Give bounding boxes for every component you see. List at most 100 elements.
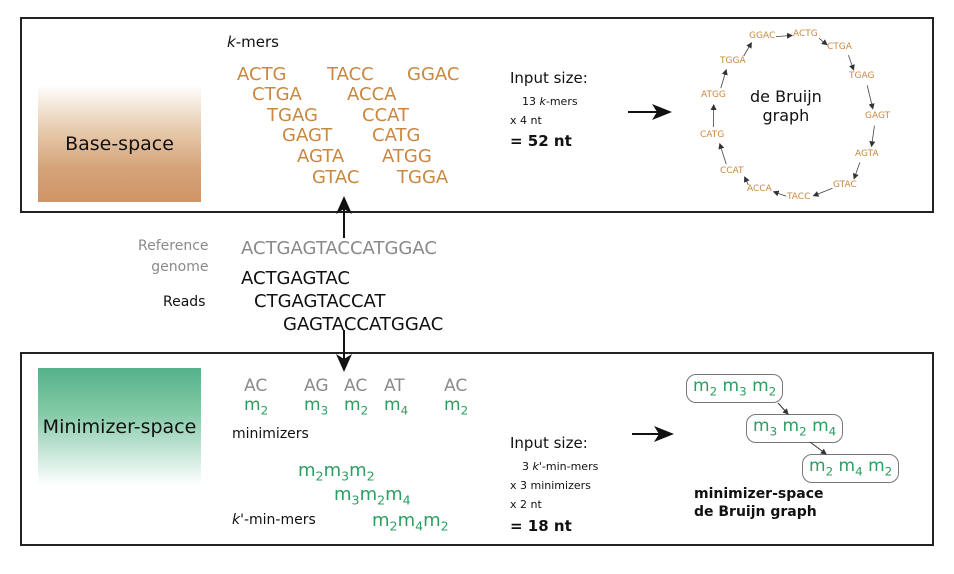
kmers-heading: k-mers [227, 33, 279, 51]
kmer-gtac: GTAC [312, 167, 360, 188]
base-space-label-text: Base-space [65, 132, 174, 155]
min-graph-node-1-m3-1: m3 [722, 376, 747, 399]
min-graph-node-2-m2-1: m2 [782, 416, 807, 439]
kmer-catg: CATG [372, 125, 421, 146]
de-bruijn-title-line1: de Bruijn [750, 87, 822, 106]
kmin-mer-2-m4-2: m4 [385, 484, 411, 508]
minimizer-space-label-text: Minimizer-space [42, 415, 197, 438]
read-1: ACTGAGTAC [241, 268, 350, 289]
minimizer-id-1: m2 [244, 395, 269, 418]
minimizer-id-4: m4 [384, 395, 409, 418]
minimizer-id-2: m3 [304, 395, 329, 418]
kmin-mer-2-m3-0: m3 [334, 484, 360, 508]
kmers-heading-rest: -mers [235, 33, 279, 51]
ring-node-tgag: TGAG [849, 71, 875, 81]
kmin-label-italic: k [232, 512, 241, 528]
min-input-line1: 3 k'-min-mers [522, 460, 598, 473]
kmer-gagt: GAGT [282, 125, 333, 146]
kmin-mer-2: m3m2m4 [334, 484, 411, 508]
min-graph-node-3-m4-1: m4 [838, 456, 863, 479]
min-graph-node-3: m2 m4 m2 [802, 454, 900, 484]
input-size-line1: 13 k-mers [522, 95, 578, 108]
min-input-size-title: Input size: [510, 434, 588, 452]
minimizer-id-3: m2 [344, 395, 369, 418]
reference-sequence: ACTGAGTACCATGGAC [241, 238, 437, 259]
ring-node-agta: AGTA [855, 149, 879, 159]
min-graph-node-1-m2-2: m2 [752, 376, 777, 399]
min-input-line1-italic: k [532, 460, 539, 473]
reference-label: Reference genome [138, 236, 209, 278]
reference-label-line1: Reference [138, 238, 209, 254]
min-graph-node-2-m4-2: m4 [812, 416, 837, 439]
min-input-line1-post: '-min-mers [538, 460, 599, 473]
min-graph-caption: minimizer-space de Bruijn graph [694, 485, 824, 521]
kmer-atgg: ATGG [382, 146, 432, 167]
kmin-mer-3-m2-2: m2 [423, 510, 449, 534]
kmin-mer-2-m2-1: m2 [359, 484, 386, 508]
kmer-tacc: TACC [327, 64, 374, 85]
reads-label: Reads [163, 294, 206, 310]
kmer-tgga: TGGA [397, 167, 449, 188]
ring-node-ccat: CCAT [720, 166, 744, 176]
ring-node-tacc: TACC [787, 192, 811, 202]
minimizer-seq-5: AC [444, 376, 468, 396]
minimizer-seq-4: AT [384, 376, 405, 396]
min-input-line3: x 2 nt [510, 498, 542, 511]
ring-node-gtac: GTAC [833, 180, 857, 190]
ring-node-actg: ACTG [793, 29, 818, 39]
de-bruijn-title: de Bruijn graph [750, 87, 822, 125]
minimizer-seq-2: AG [304, 376, 329, 396]
min-graph-node-3-m2-2: m2 [868, 456, 893, 479]
kmin-mer-1-m3-1: m3 [323, 460, 350, 484]
min-input-line1-pre: 3 [522, 460, 533, 473]
kmin-mer-3-m4-1: m4 [397, 510, 424, 534]
input-line1-italic: k [539, 95, 546, 108]
ring-node-acca: ACCA [747, 184, 772, 194]
minimizers-label: minimizers [232, 426, 309, 442]
input-line1-post: -mers [545, 95, 578, 108]
input-size-line2: x 4 nt [510, 114, 542, 127]
kmers-heading-italic: k [227, 33, 236, 51]
de-bruijn-title-line2: graph [762, 106, 810, 125]
input-line1-pre: 13 [522, 95, 540, 108]
kmin-mer-3: m2m4m2 [372, 510, 449, 534]
min-graph-node-2-m3-0: m3 [753, 416, 778, 439]
ring-node-gagt: GAGT [865, 111, 891, 121]
kmer-agta: AGTA [297, 146, 345, 167]
kmer-acca: ACCA [347, 84, 397, 105]
read-3: GAGTACCATGGAC [283, 314, 444, 335]
kmin-mer-1-m2-0: m2 [298, 460, 324, 484]
kmer-ctga: CTGA [252, 84, 302, 105]
min-graph-node-2: m3 m2 m4 [746, 414, 844, 444]
kmin-label-rest: '-min-mers [240, 512, 316, 528]
min-graph-node-3-m2-0: m2 [809, 456, 834, 479]
kmin-mer-3-m2-0: m2 [372, 510, 398, 534]
ring-node-catg: CATG [700, 130, 725, 140]
base-space-label: Base-space [38, 85, 201, 202]
kmin-mer-1: m2m3m2 [298, 460, 375, 484]
min-graph-caption-line1: minimizer-space [694, 486, 824, 502]
kmer-actg: ACTG [237, 64, 287, 85]
minimizer-seq-1: AC [244, 376, 268, 396]
kmer-ccat: CCAT [362, 105, 410, 126]
min-input-result: = 18 nt [510, 517, 572, 535]
min-graph-caption-line2: de Bruijn graph [694, 504, 817, 520]
minimizer-space-label: Minimizer-space [38, 368, 201, 485]
reference-label-line2: genome [151, 259, 209, 275]
ring-node-tgga: TGGA [720, 56, 746, 66]
kmer-ggac: GGAC [407, 64, 460, 85]
minimizer-id-5: m2 [444, 395, 469, 418]
input-size-title: Input size: [510, 69, 588, 87]
min-graph-node-1-m2-0: m2 [693, 376, 718, 399]
kmin-mers-label: k'-min-mers [232, 512, 316, 528]
input-size-result: = 52 nt [510, 132, 572, 150]
ring-node-atgg: ATGG [701, 90, 726, 100]
kmin-mer-1-m2-2: m2 [349, 460, 375, 484]
kmer-tgag: TGAG [267, 105, 318, 126]
ring-node-ctga: CTGA [827, 42, 852, 52]
min-input-line2: x 3 minimizers [510, 479, 591, 492]
minimizer-seq-3: AC [344, 376, 368, 396]
ring-node-ggac: GGAC [749, 31, 776, 41]
